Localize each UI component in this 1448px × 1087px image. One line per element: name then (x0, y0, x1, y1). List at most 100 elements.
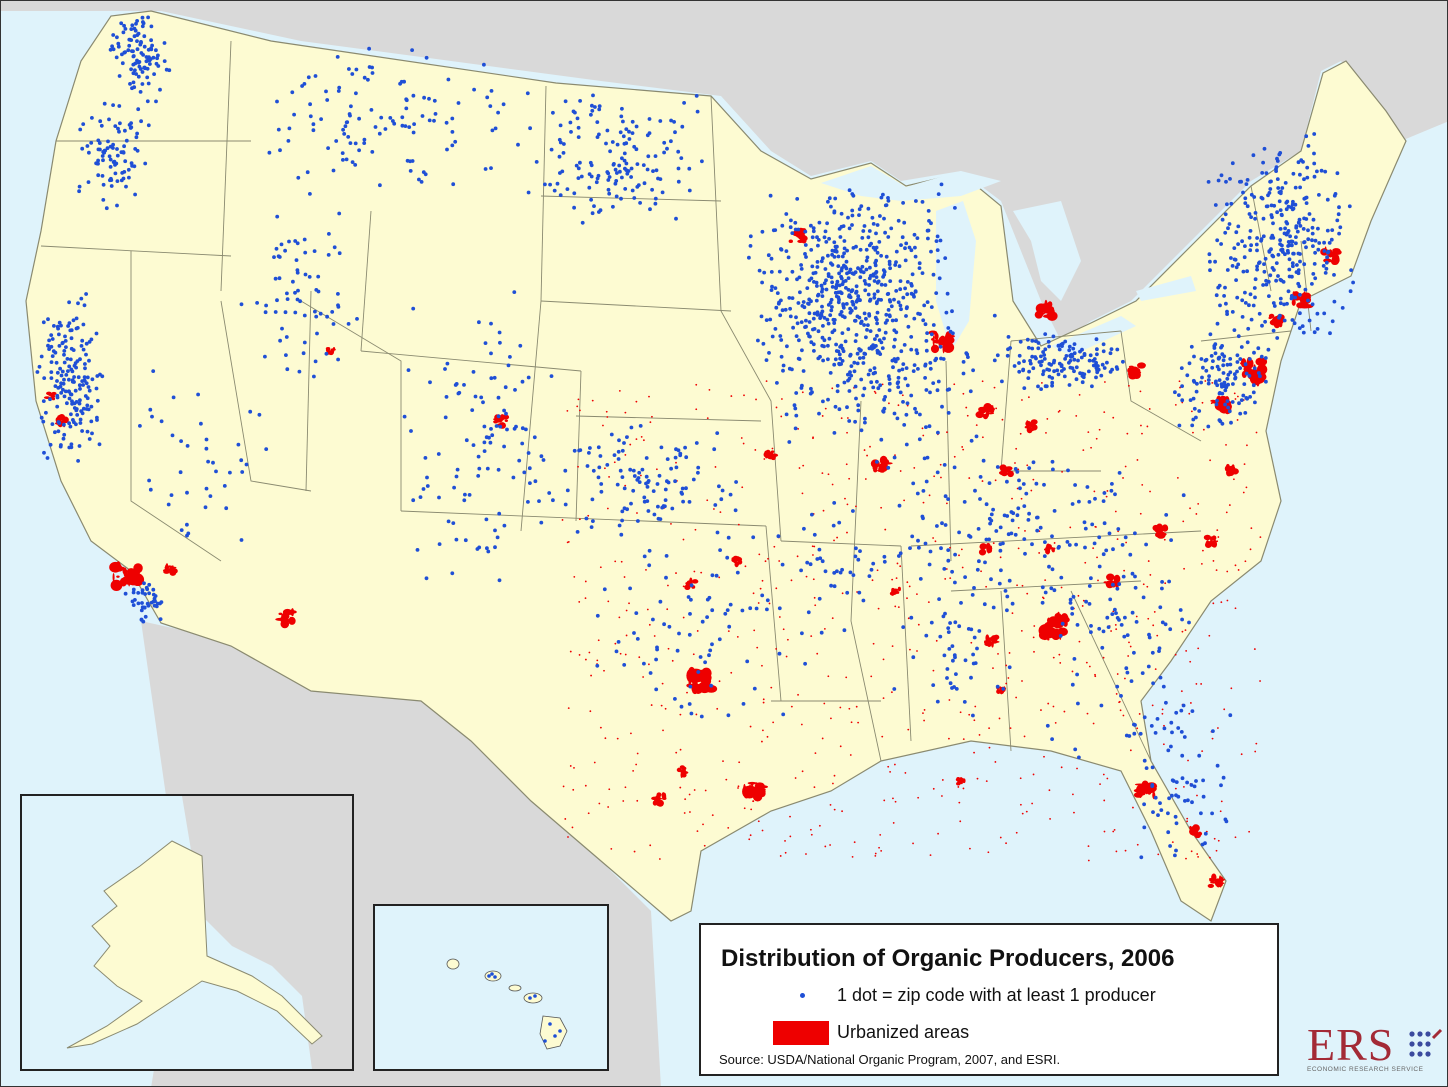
producer-dot (1095, 352, 1099, 357)
producer-dot (1240, 298, 1245, 303)
producer-dot (819, 259, 824, 264)
producer-dot (77, 383, 82, 388)
producer-dot (760, 593, 765, 598)
urban-area (51, 391, 57, 396)
producer-dot (498, 340, 502, 345)
producer-dot (882, 336, 886, 341)
producer-dot (827, 336, 832, 341)
urban-speck (779, 855, 782, 857)
producer-dot (1232, 246, 1237, 251)
producer-dot (1142, 825, 1147, 830)
producer-dot (917, 545, 921, 550)
urban-speck (614, 560, 617, 563)
urban-speck (1069, 526, 1072, 529)
producer-dot (483, 167, 488, 171)
producer-dot (1204, 368, 1209, 373)
urban-speck (756, 646, 759, 649)
state-line (1070, 590, 1152, 762)
producer-dot (859, 269, 864, 274)
urban-speck (891, 645, 894, 648)
urban-speck (1163, 538, 1166, 541)
producer-dot (558, 140, 563, 145)
producer-dot (948, 681, 953, 686)
producer-dot (497, 330, 502, 335)
producer-dot (842, 251, 846, 256)
producer-dot (961, 371, 966, 376)
producer-dot (926, 209, 931, 213)
producer-dot (632, 474, 637, 478)
producer-dot (452, 485, 456, 490)
urban-speck (909, 648, 911, 651)
urban-speck (772, 721, 775, 724)
producer-dot (446, 519, 451, 524)
producer-dot (1024, 491, 1029, 496)
producer-dot (815, 265, 820, 269)
urban-area (788, 239, 793, 244)
producer-dot (842, 628, 847, 633)
producer-dot (995, 684, 1000, 689)
producer-dot (343, 124, 348, 129)
urban-speck (1057, 411, 1060, 413)
producer-dot (464, 438, 469, 443)
producer-dot (1285, 221, 1290, 226)
urban-area (1269, 319, 1279, 326)
producer-dot (44, 410, 48, 415)
producer-dot (68, 424, 73, 429)
producer-dot (169, 493, 174, 497)
producer-dot (931, 323, 936, 327)
producer-dot (1017, 369, 1022, 374)
urban-speck (1032, 478, 1035, 481)
urban-speck (1174, 403, 1177, 406)
urban-speck (589, 710, 592, 713)
producer-dot (1109, 347, 1114, 351)
producer-dot (456, 101, 461, 105)
urban-speck (567, 707, 570, 710)
producer-dot (809, 276, 814, 281)
producer-dot (903, 376, 908, 381)
urban-speck (1183, 567, 1185, 570)
producer-dot (1312, 330, 1317, 335)
producer-dot (622, 663, 627, 667)
producer-dot (419, 180, 424, 184)
producer-dot (896, 385, 901, 389)
urban-speck (780, 415, 783, 418)
urban-speck (1021, 399, 1023, 401)
urban-area (691, 579, 699, 584)
producer-dot (826, 272, 831, 276)
urban-speck (584, 784, 587, 787)
producer-dot (1005, 479, 1009, 484)
producer-dot (275, 298, 279, 303)
urban-speck (1176, 476, 1179, 479)
producer-dot (923, 541, 928, 546)
producer-dot (781, 363, 786, 368)
producer-dot (695, 109, 700, 114)
producer-dot (620, 518, 624, 523)
producer-dot (794, 315, 798, 320)
producer-dot (128, 82, 132, 86)
producer-dot (818, 556, 823, 561)
urban-area (768, 453, 772, 457)
producer-dot (937, 597, 941, 601)
producer-dot (369, 108, 374, 112)
producer-dot (67, 421, 71, 426)
urban-area (1231, 464, 1235, 471)
producer-dot (1292, 321, 1297, 326)
urban-speck (896, 562, 899, 565)
producer-dot (1278, 301, 1283, 306)
producer-dot (875, 379, 879, 384)
producer-dot (1089, 576, 1093, 581)
producer-dot (591, 93, 595, 98)
producer-dot (849, 364, 854, 368)
producer-dot (882, 406, 887, 411)
producer-dot (951, 331, 955, 336)
producer-dot (886, 235, 891, 239)
producer-dot (1039, 354, 1043, 359)
producer-dot (1297, 326, 1302, 330)
producer-dot (819, 311, 824, 316)
producer-dot (496, 414, 501, 419)
urban-area (683, 768, 686, 774)
producer-dot (867, 574, 872, 578)
producer-dot (900, 235, 905, 240)
producer-dot (1208, 332, 1213, 337)
producer-dot (1275, 177, 1280, 182)
